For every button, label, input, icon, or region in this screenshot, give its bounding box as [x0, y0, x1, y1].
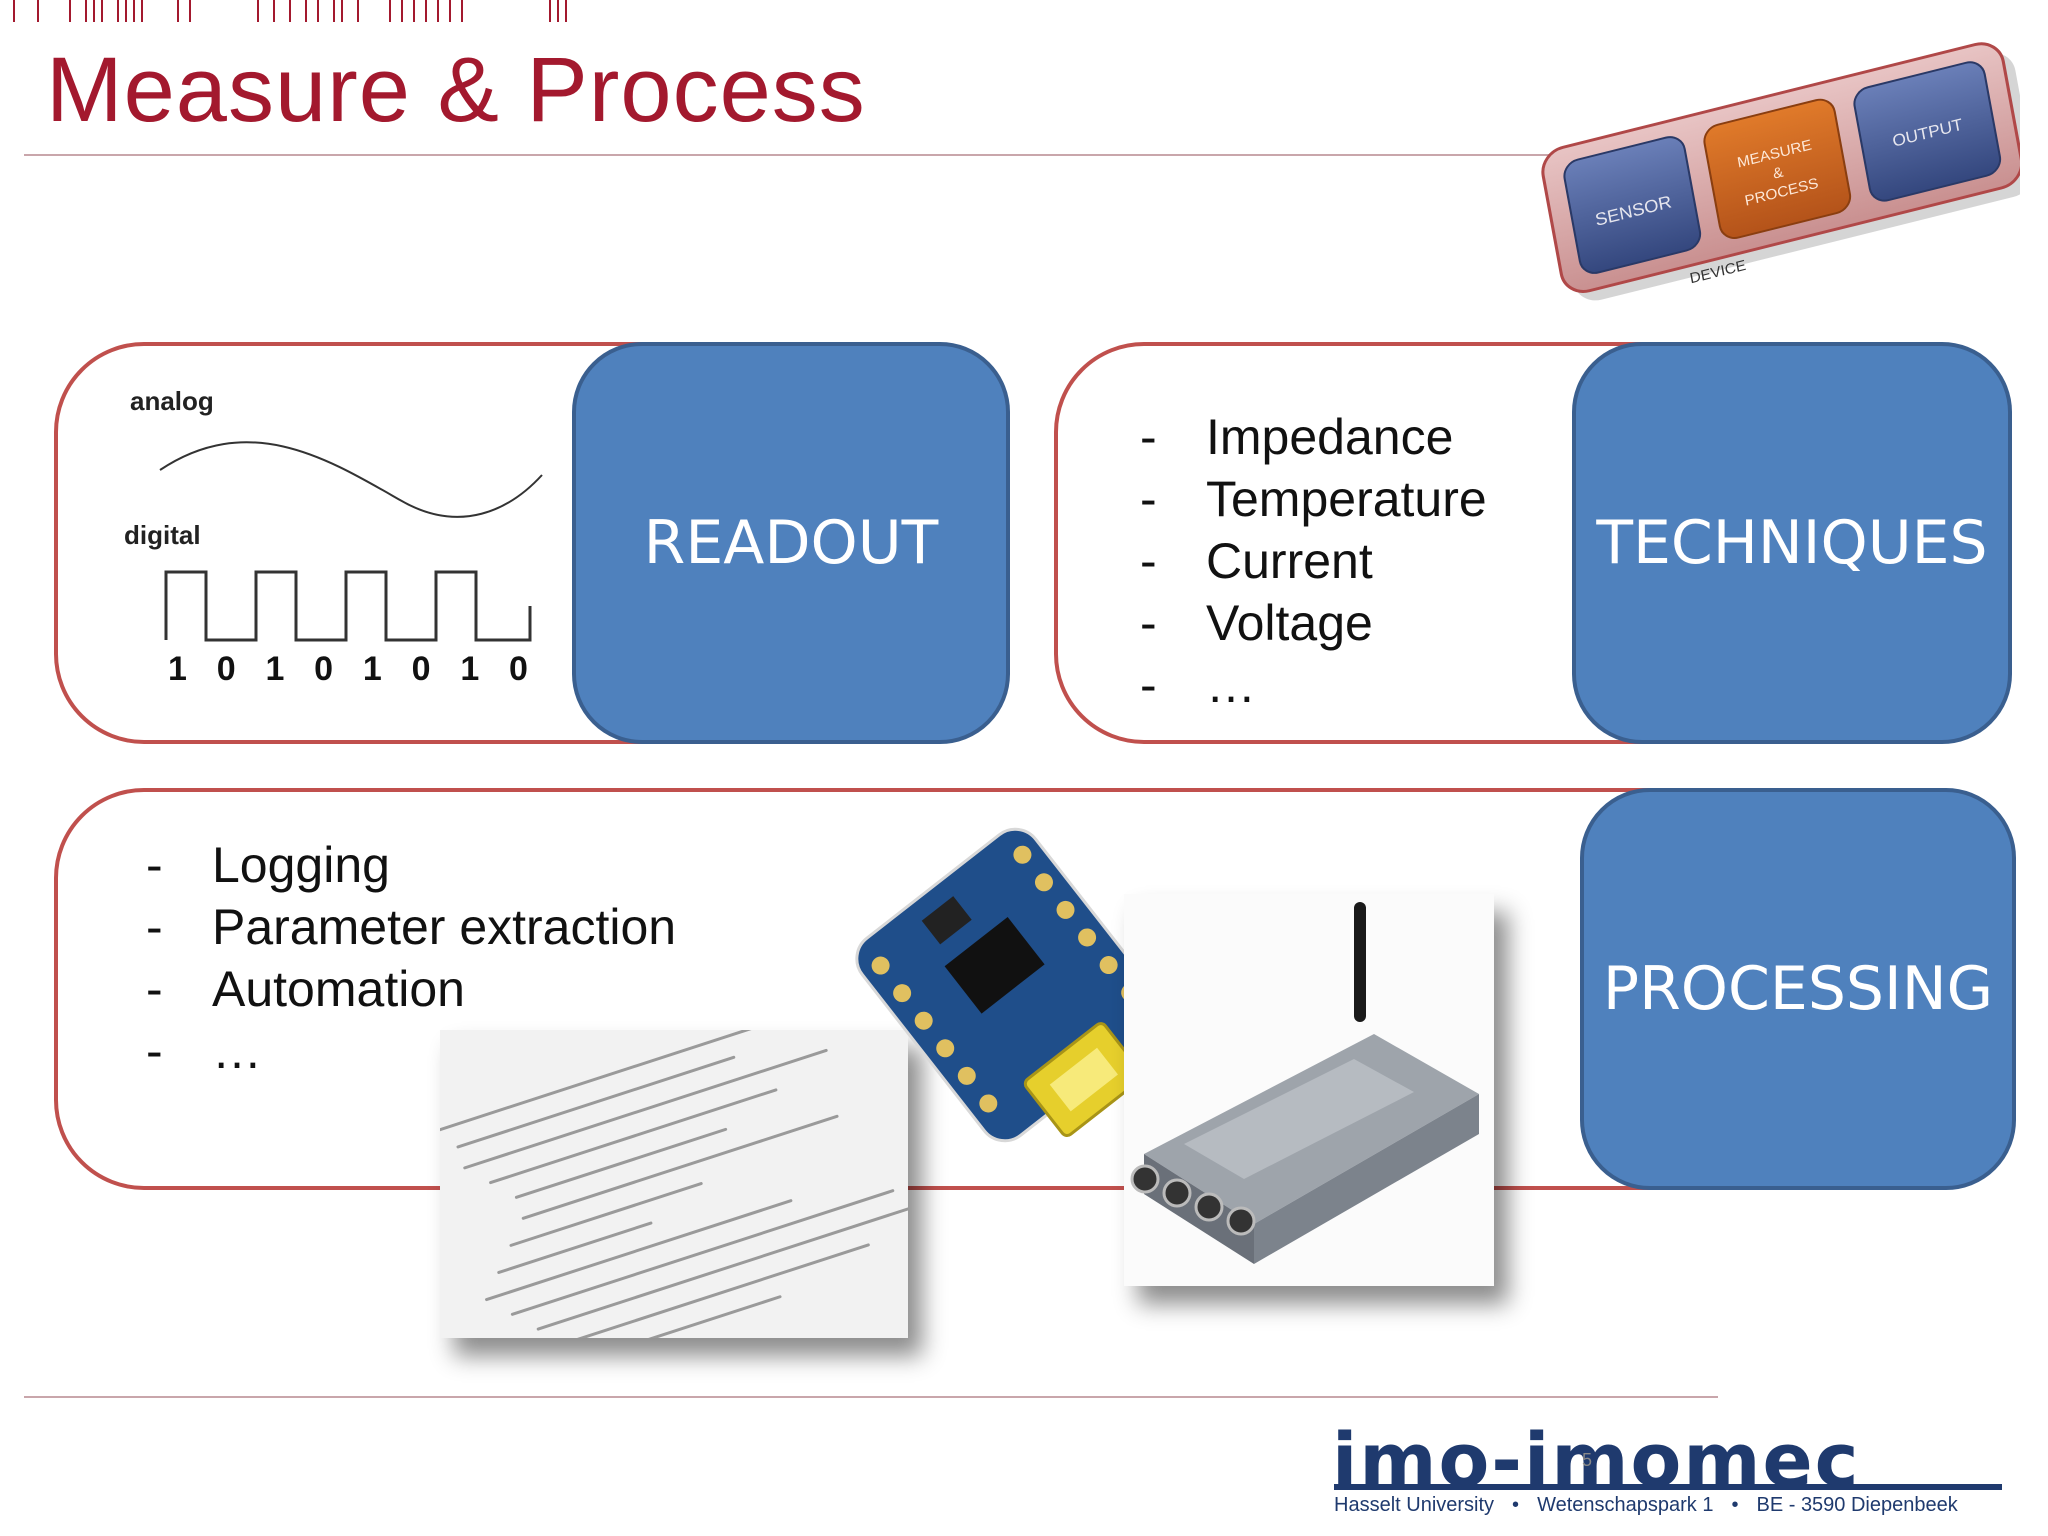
technique-item: Temperature — [1206, 471, 1487, 527]
technique-item: Voltage — [1206, 595, 1373, 651]
list-item: -… — [146, 1023, 262, 1079]
digital-square-wave — [164, 570, 532, 642]
list-item: -Temperature — [1140, 471, 1487, 527]
technique-item: … — [1206, 657, 1256, 713]
footer-divider — [24, 1396, 1718, 1398]
processing-button[interactable]: PROCESSING — [1580, 788, 2016, 1190]
processing-item: Parameter extraction — [212, 899, 677, 955]
techniques-button[interactable]: TECHNIQUES — [1572, 342, 2012, 744]
bit-value: 0 — [314, 650, 334, 688]
list-item: -Automation — [146, 961, 465, 1017]
list-item: -… — [1140, 657, 1256, 713]
analog-wave — [159, 441, 543, 518]
bit-value: 0 — [509, 650, 528, 688]
list-item: -Logging — [146, 837, 390, 893]
bit-value: 0 — [411, 650, 431, 688]
wireless-datalogger-photo — [1124, 894, 1494, 1286]
list-item: -Voltage — [1140, 595, 1373, 651]
address-street: Wetenschapspark 1 — [1537, 1494, 1714, 1516]
processing-list: -Logging -Parameter extraction -Automati… — [146, 834, 676, 1082]
digital-label: digital — [124, 520, 201, 550]
slide-title: Measure & Process — [46, 39, 866, 141]
footer-address: Hasselt University • Wetenschapspark 1 • BE … — [1334, 1494, 1958, 1517]
device-diagram-amp-label: & — [1772, 164, 1785, 183]
header-divider — [24, 154, 2020, 156]
page-number: 5 — [1582, 1450, 1593, 1470]
list-item: -Parameter extraction — [146, 899, 677, 955]
technique-item: Current — [1206, 533, 1373, 589]
header-barcode-decoration — [13, 0, 567, 22]
processing-item: … — [212, 1023, 262, 1079]
device-diagram: SENSOR MEASURE & PROCESS OUTPUT DEVICE — [1541, 42, 2020, 301]
bit-value: 1 — [265, 650, 285, 688]
techniques-list: -Impedance -Temperature -Current -Voltag… — [1140, 406, 1487, 716]
address-separator: • — [1731, 1494, 1739, 1516]
logo-underline — [1334, 1484, 2002, 1490]
readout-button[interactable]: READOUT — [572, 342, 1010, 744]
address-university: Hasselt University — [1334, 1494, 1495, 1516]
bit-value: 1 — [168, 650, 187, 688]
processing-item: Logging — [212, 837, 390, 893]
bit-value: 1 — [460, 650, 480, 688]
bit-value: 0 — [216, 650, 236, 688]
imomec-logo: imo-imomec — [1332, 1418, 1861, 1504]
bit-sequence: 1 0 1 0 1 0 1 0 — [168, 650, 528, 689]
list-item: -Current — [1140, 533, 1373, 589]
list-item: -Impedance — [1140, 409, 1454, 465]
analog-label: analog — [130, 386, 214, 416]
technique-item: Impedance — [1206, 409, 1454, 465]
address-city: BE - 3590 Diepenbeek — [1756, 1494, 1958, 1516]
processing-item: Automation — [212, 961, 465, 1017]
code-printout-photo — [440, 1030, 908, 1338]
microcontroller-board-photo — [855, 827, 1165, 1143]
address-separator: • — [1512, 1494, 1520, 1516]
bit-value: 1 — [362, 650, 382, 688]
